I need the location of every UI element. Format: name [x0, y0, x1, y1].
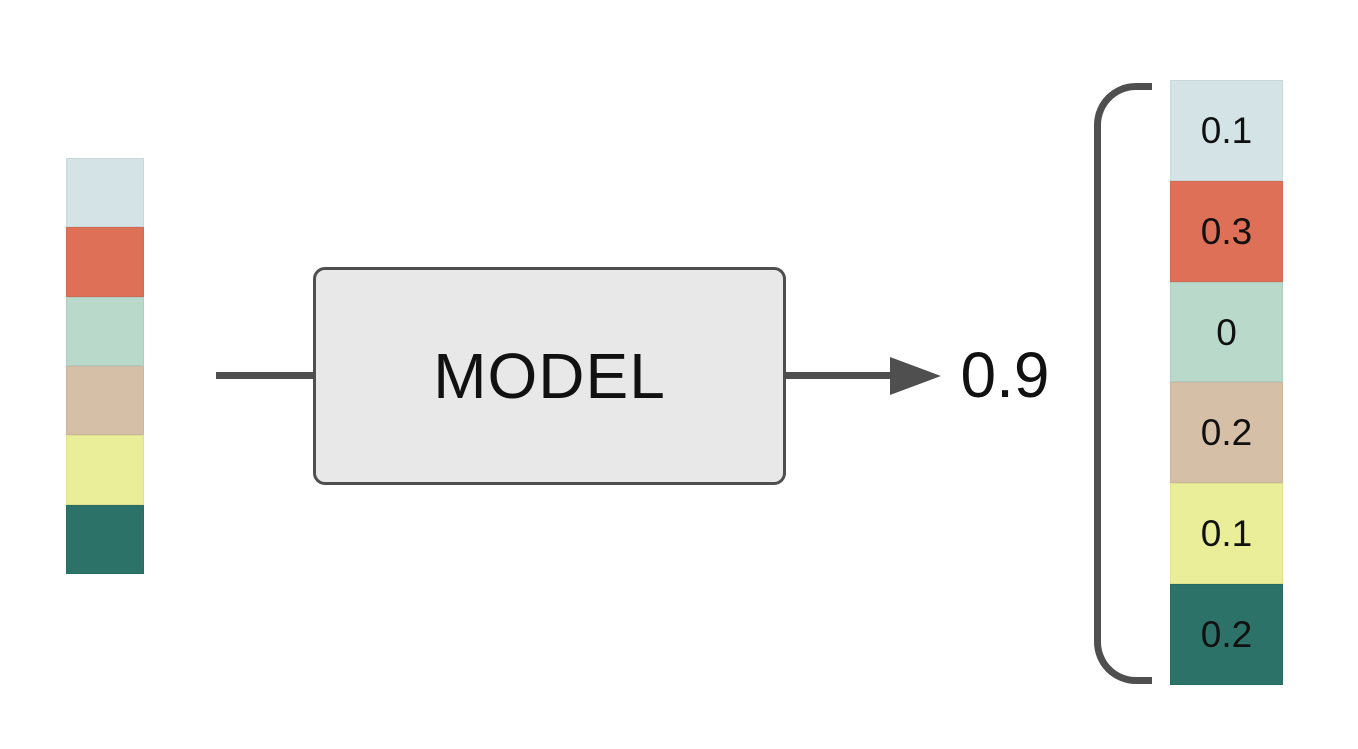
- output-arrowhead-icon: [890, 357, 941, 395]
- output-vector-block-light-blue: 0.1: [1170, 80, 1283, 181]
- input-vector-block-coral: [66, 227, 144, 297]
- output-vector: 0.1 0.3 0 0.2 0.1 0.2: [1170, 80, 1283, 685]
- output-vector-bracket: [1094, 83, 1152, 684]
- output-vector-block-value: 0.2: [1200, 412, 1253, 454]
- output-vector-block-teal: 0.2: [1170, 584, 1283, 685]
- output-vector-block-value: 0.1: [1200, 513, 1253, 555]
- input-vector-block-teal: [66, 504, 144, 574]
- scalar-output-value: 0.9: [960, 339, 1050, 411]
- output-vector-block-value: 0.2: [1200, 614, 1253, 656]
- model-label: MODEL: [433, 340, 666, 412]
- output-vector-block-value: 0.3: [1200, 210, 1253, 252]
- output-vector-block-mint: 0: [1170, 281, 1283, 383]
- input-vector-block-mint: [66, 296, 144, 366]
- output-vector-block-yellow: 0.1: [1170, 483, 1283, 585]
- input-vector-block-light-blue: [66, 158, 144, 228]
- output-vector-block-tan: 0.2: [1170, 382, 1283, 484]
- output-vector-block-value: 0.1: [1200, 109, 1253, 151]
- model-box: MODEL: [313, 267, 786, 485]
- input-vector-block-yellow: [66, 435, 144, 505]
- output-vector-block-coral: 0.3: [1170, 180, 1283, 282]
- input-vector: [66, 158, 144, 574]
- output-connector-line: [786, 372, 892, 379]
- output-vector-block-value: 0: [1216, 311, 1237, 353]
- input-vector-block-tan: [66, 365, 144, 436]
- input-connector-line: [216, 372, 315, 379]
